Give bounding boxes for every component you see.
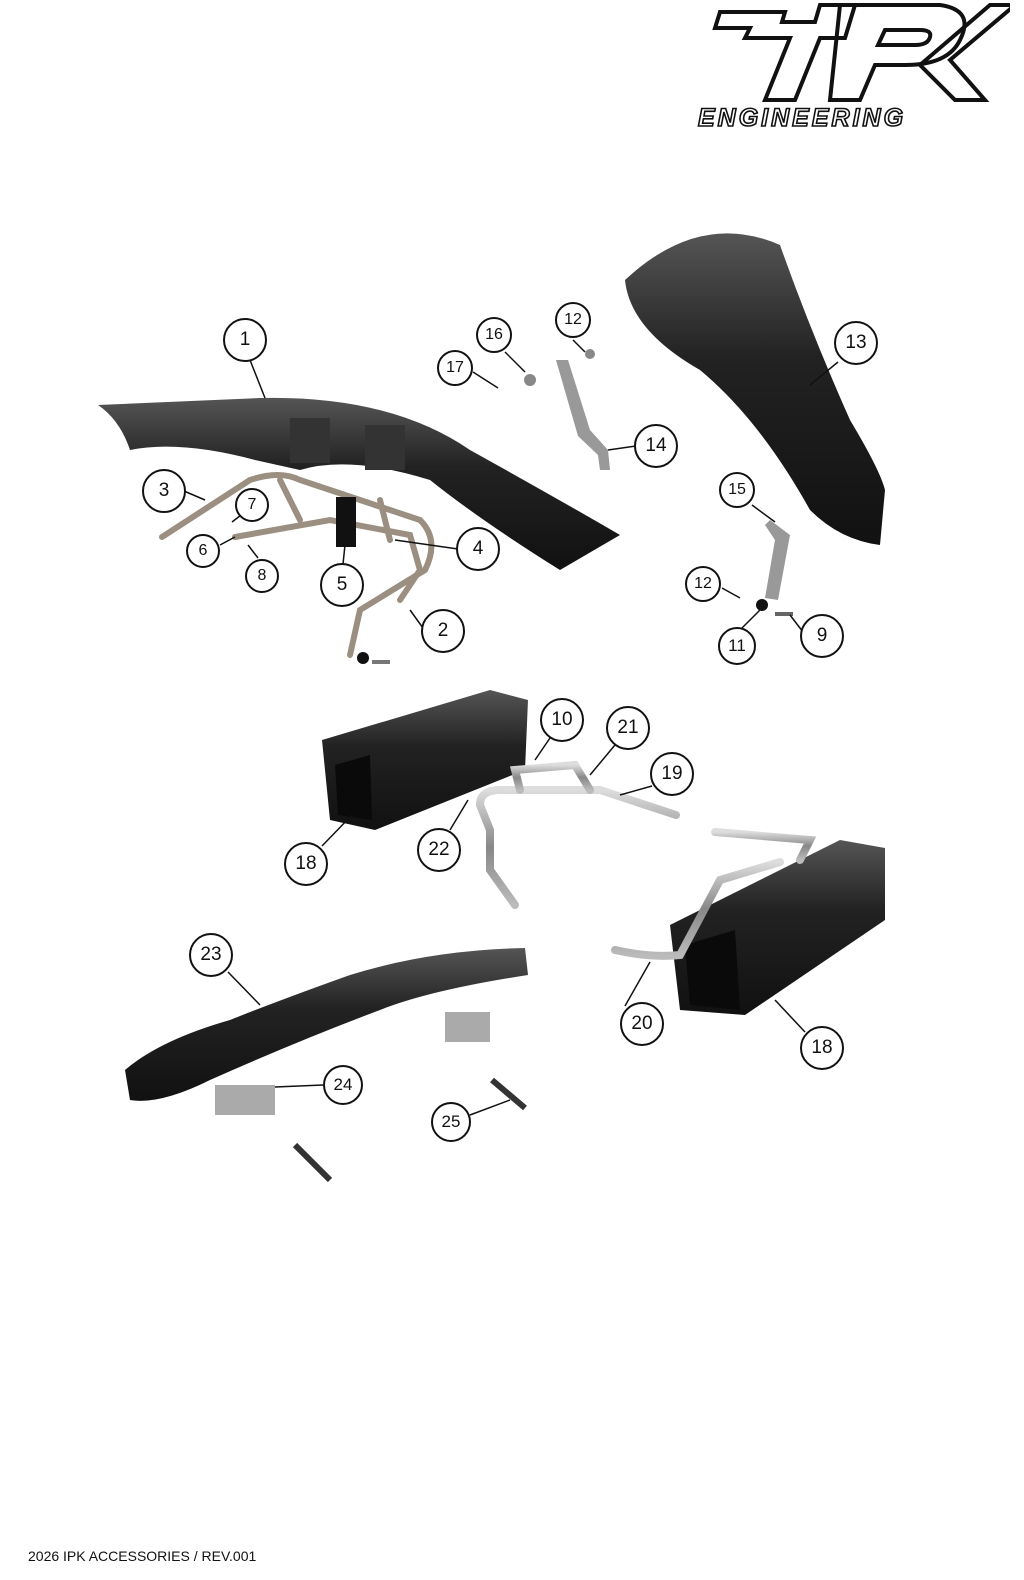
logo-subtitle: ENGINEERING <box>697 103 907 133</box>
callout-12-bottom: 12 <box>685 566 721 602</box>
callout-19: 19 <box>650 752 694 796</box>
callout-9: 9 <box>800 614 844 658</box>
side-pod-left <box>322 690 528 830</box>
callout-6: 6 <box>186 534 220 568</box>
callout-15: 15 <box>719 472 755 508</box>
callout-24: 24 <box>323 1065 363 1105</box>
callout-10: 10 <box>540 698 584 742</box>
callout-17: 17 <box>437 350 473 386</box>
callout-18-left: 18 <box>284 842 328 886</box>
callout-12-top: 12 <box>555 302 591 338</box>
callout-23: 23 <box>189 933 233 977</box>
callout-20: 20 <box>620 1002 664 1046</box>
rear-bumper-plate <box>125 948 528 1101</box>
callout-25: 25 <box>431 1102 471 1142</box>
callout-1: 1 <box>223 318 267 362</box>
callout-4: 4 <box>456 527 500 571</box>
callout-21: 21 <box>606 706 650 750</box>
callout-16: 16 <box>476 317 512 353</box>
callout-8: 8 <box>245 559 279 593</box>
callout-5: 5 <box>320 563 364 607</box>
callout-22: 22 <box>417 828 461 872</box>
callout-11: 11 <box>718 627 756 665</box>
callout-2: 2 <box>421 609 465 653</box>
front-fairing <box>98 397 620 570</box>
footer-revision: 2026 IPK ACCESSORIES / REV.001 <box>28 1548 257 1564</box>
callout-13: 13 <box>834 321 878 365</box>
bracket <box>336 497 356 547</box>
callout-3: 3 <box>142 469 186 513</box>
ipk-logo <box>712 3 1010 102</box>
callout-18-right: 18 <box>800 1026 844 1070</box>
nassau-panel <box>625 233 885 546</box>
callout-14: 14 <box>634 424 678 468</box>
callout-7: 7 <box>235 488 269 522</box>
